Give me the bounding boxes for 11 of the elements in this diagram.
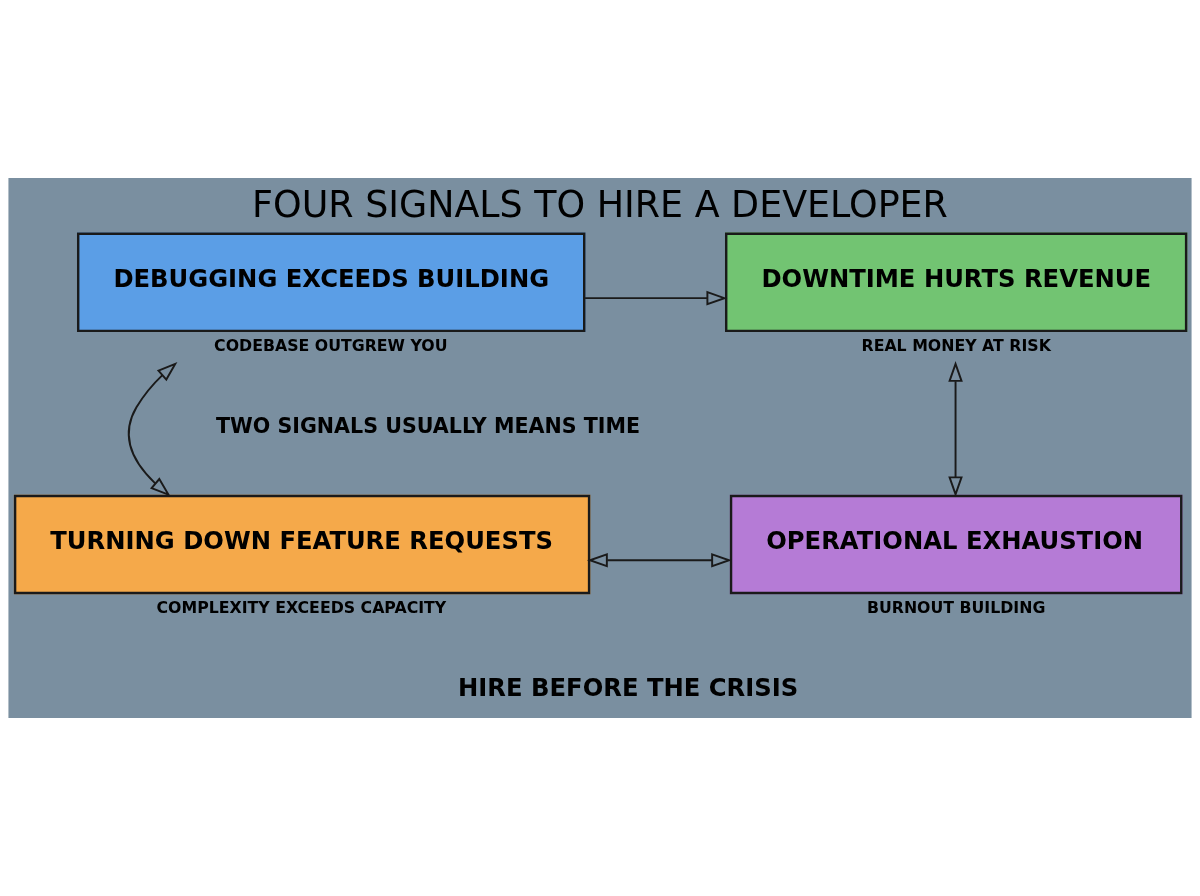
node-label: REAL MONEY AT RISK xyxy=(861,335,1051,355)
label: TWO SIGNALS USUALLY MEANS TIME xyxy=(215,413,641,438)
arrow xyxy=(127,362,178,497)
diagram-title: FOUR SIGNALS TO HIRE A DEVELOPER xyxy=(252,182,948,226)
node-label: BURNOUT BUILDING xyxy=(866,597,1046,617)
caption: HIRE BEFORE THE CRISIS xyxy=(458,673,799,703)
arrow xyxy=(584,290,728,306)
node-label: CODEBASE OUTGREW YOU xyxy=(214,335,448,355)
node-label: COMPLEXITY EXCEEDS CAPACITY xyxy=(156,597,447,617)
arrow xyxy=(948,360,963,498)
arrow xyxy=(586,552,733,568)
